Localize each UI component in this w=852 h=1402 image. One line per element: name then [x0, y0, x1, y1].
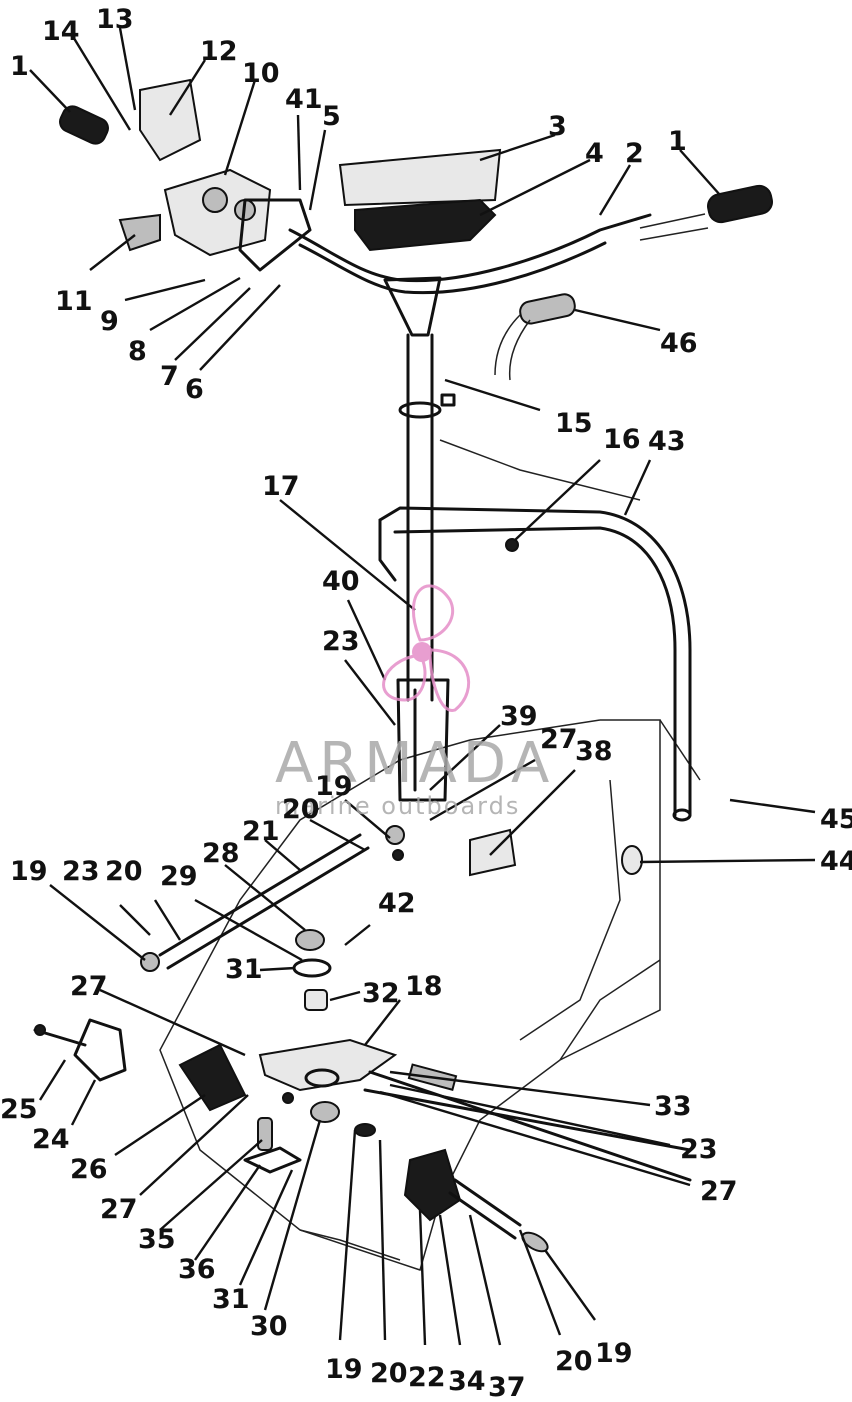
callout-35: 35	[138, 1224, 176, 1255]
callout-20-bottom-right: 20	[555, 1346, 593, 1377]
callout-4: 4	[585, 138, 604, 169]
callout-19-bottom: 19	[325, 1354, 363, 1385]
callout-26: 26	[70, 1154, 108, 1185]
callout-20-upper: 20	[282, 794, 320, 825]
foot-clamp	[354, 1123, 549, 1253]
callout-19-bottom-right: 19	[595, 1338, 633, 1369]
callout-38: 38	[575, 736, 613, 767]
steering-rod	[140, 825, 405, 972]
guard-bar	[378, 506, 692, 822]
callout-8: 8	[128, 336, 147, 367]
lower-plate	[258, 1038, 692, 1182]
callout-3: 3	[548, 111, 567, 142]
left-bracket	[33, 1018, 127, 1082]
callout-21: 21	[242, 816, 280, 847]
callout-42: 42	[378, 888, 416, 919]
callout-23-right: 23	[680, 1134, 718, 1165]
callout-23-left: 23	[62, 856, 100, 887]
callout-1-left: 1	[10, 51, 29, 82]
throttle-housing	[139, 78, 312, 272]
callout-25: 25	[0, 1094, 38, 1125]
callout-46: 46	[660, 328, 698, 359]
callout-22: 22	[408, 1362, 446, 1393]
callout-27-upper: 27	[540, 724, 578, 755]
callout-labels: 1 14 13 12 10 41 5 3 4 2 1 11 9 8 7 6 46…	[0, 4, 852, 1402]
watermark-tagline: marine outboards	[275, 792, 520, 820]
callout-44: 44	[820, 846, 852, 877]
lower-hardware	[243, 1092, 340, 1174]
watermark: ARMADA marine outboards	[275, 584, 555, 820]
callout-20-left: 20	[105, 856, 143, 887]
callout-19-upper: 19	[315, 771, 353, 802]
callout-31-upper: 31	[225, 954, 263, 985]
callout-33: 33	[654, 1091, 692, 1122]
callout-36: 36	[178, 1254, 216, 1285]
callout-40: 40	[322, 566, 360, 597]
callout-45: 45	[820, 804, 852, 835]
callout-7: 7	[160, 361, 179, 392]
callout-34: 34	[448, 1366, 486, 1397]
callout-23-upper: 23	[322, 626, 360, 657]
seat-pad	[338, 148, 502, 252]
cable-sleeve	[494, 293, 576, 381]
callout-20-bottom: 20	[370, 1358, 408, 1389]
callout-41: 41	[285, 84, 323, 115]
callout-10: 10	[242, 58, 280, 89]
callout-43: 43	[648, 426, 686, 457]
callout-32: 32	[362, 978, 400, 1009]
callout-19-left: 19	[10, 856, 48, 887]
callout-27-right: 27	[700, 1176, 738, 1207]
frame-outline	[159, 439, 701, 1271]
grip-left	[59, 105, 109, 145]
callout-30: 30	[250, 1311, 288, 1342]
callout-28: 28	[202, 838, 240, 869]
pedal	[178, 1043, 247, 1112]
callout-6: 6	[185, 374, 204, 405]
callout-16: 16	[603, 424, 641, 455]
grip-right	[639, 184, 773, 241]
callout-2: 2	[625, 138, 644, 169]
callout-12: 12	[200, 36, 238, 67]
propeller-logo	[382, 584, 471, 712]
callout-9: 9	[100, 306, 119, 337]
callout-29: 29	[160, 861, 198, 892]
callout-17: 17	[262, 471, 300, 502]
leader-lines	[29, 27, 816, 1346]
choke-lever	[118, 213, 161, 252]
callout-31-lower: 31	[212, 1284, 250, 1315]
callout-11: 11	[55, 286, 93, 317]
pivot-stack	[292, 929, 332, 1011]
callout-18: 18	[405, 971, 443, 1002]
callout-1-right: 1	[668, 126, 687, 157]
callout-14: 14	[42, 16, 80, 47]
callout-27-lower-left: 27	[100, 1194, 138, 1225]
callout-24: 24	[32, 1124, 70, 1155]
callout-13: 13	[96, 4, 134, 35]
callout-27-left: 27	[70, 971, 108, 1002]
callout-37: 37	[488, 1372, 526, 1402]
callout-5: 5	[322, 101, 341, 132]
callout-15: 15	[555, 408, 593, 439]
callout-39: 39	[500, 701, 538, 732]
handlebar	[288, 213, 652, 802]
watermark-brand: ARMADA	[275, 731, 555, 796]
